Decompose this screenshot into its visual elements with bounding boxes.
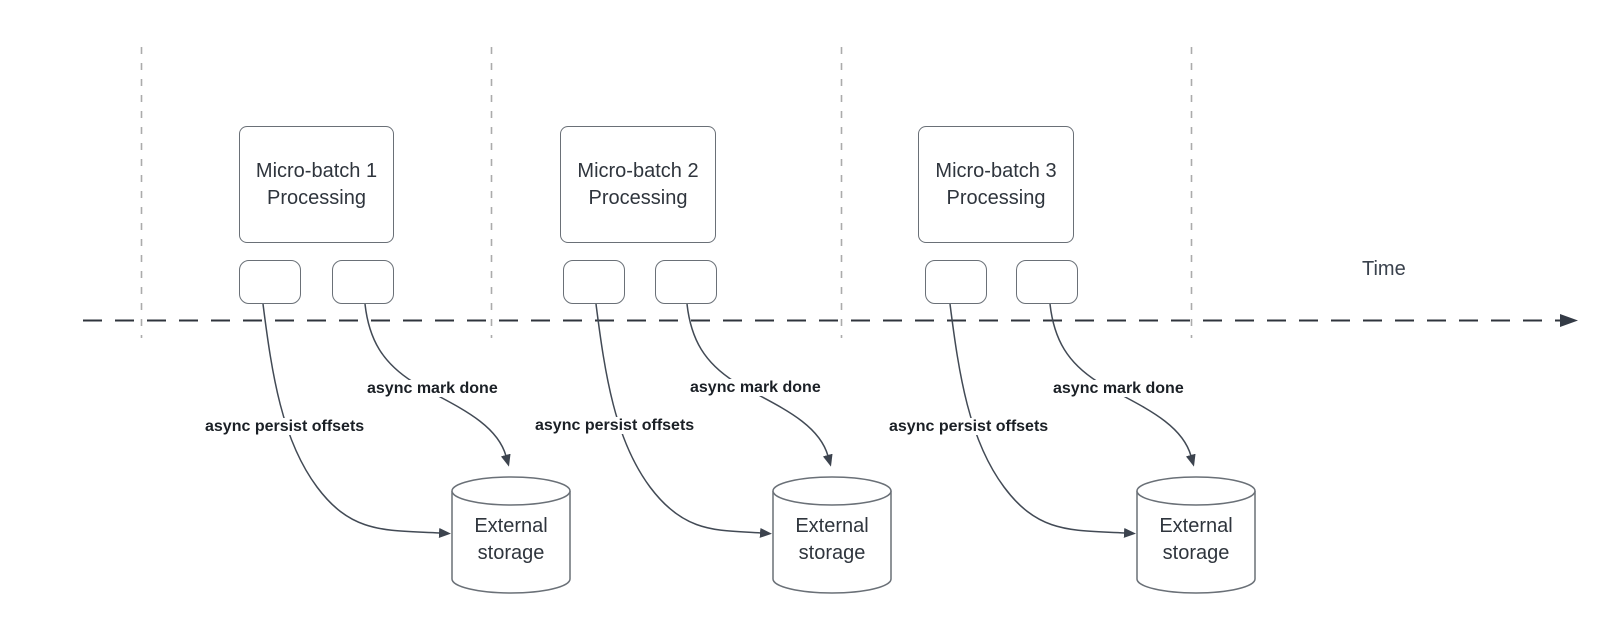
process-box-micro-batch-1: Micro-batch 1 Processing <box>239 126 394 243</box>
event-box-mark-done-1 <box>332 260 394 304</box>
edge-label-mark-done-2: async mark done <box>688 379 823 396</box>
storage-cylinder-3 <box>1136 476 1256 594</box>
persist-offsets-edge-3 <box>949 303 1136 538</box>
event-box-offsets-1 <box>239 260 301 304</box>
process-box-label-line1: Micro-batch 1 <box>255 159 378 182</box>
persist-offsets-edge-2 <box>595 303 772 538</box>
edge-label-mark-done-3: async mark done <box>1051 380 1186 397</box>
storage-label-line1: External <box>795 515 869 537</box>
process-box-micro-batch-2: Micro-batch 2 Processing <box>560 126 716 243</box>
edge-label-mark-done-1: async mark done <box>365 380 500 397</box>
storage-label-1: External storage <box>452 513 570 567</box>
process-box-label-line2: Processing <box>946 186 1046 209</box>
edge-label-persist-offsets-2: async persist offsets <box>533 417 697 434</box>
event-box-offsets-3 <box>925 260 987 304</box>
edge-label-persist-offsets-3: async persist offsets <box>887 418 1051 435</box>
process-box-micro-batch-3: Micro-batch 3 Processing <box>918 126 1074 243</box>
storage-label-line1: External <box>1159 515 1233 537</box>
storage-label-line2: storage <box>1162 542 1230 564</box>
storage-cylinder-2 <box>772 476 892 594</box>
event-box-offsets-2 <box>563 260 625 304</box>
storage-label-3: External storage <box>1137 513 1255 567</box>
storage-label-2: External storage <box>773 513 891 567</box>
persist-offsets-edge-1 <box>262 303 451 538</box>
event-box-mark-done-3 <box>1016 260 1078 304</box>
event-box-mark-done-2 <box>655 260 717 304</box>
process-box-label-line2: Processing <box>267 186 366 209</box>
edge-label-persist-offsets-1: async persist offsets <box>203 418 367 435</box>
process-box-label-line1: Micro-batch 2 <box>577 159 699 182</box>
storage-label-line2: storage <box>477 542 545 564</box>
storage-cylinder-1 <box>451 476 571 594</box>
storage-label-line2: storage <box>798 542 866 564</box>
time-label: Time <box>1362 258 1406 280</box>
process-box-label-line1: Micro-batch 3 <box>935 159 1057 182</box>
process-box-label-line2: Processing <box>588 186 688 209</box>
storage-label-line1: External <box>474 515 548 537</box>
